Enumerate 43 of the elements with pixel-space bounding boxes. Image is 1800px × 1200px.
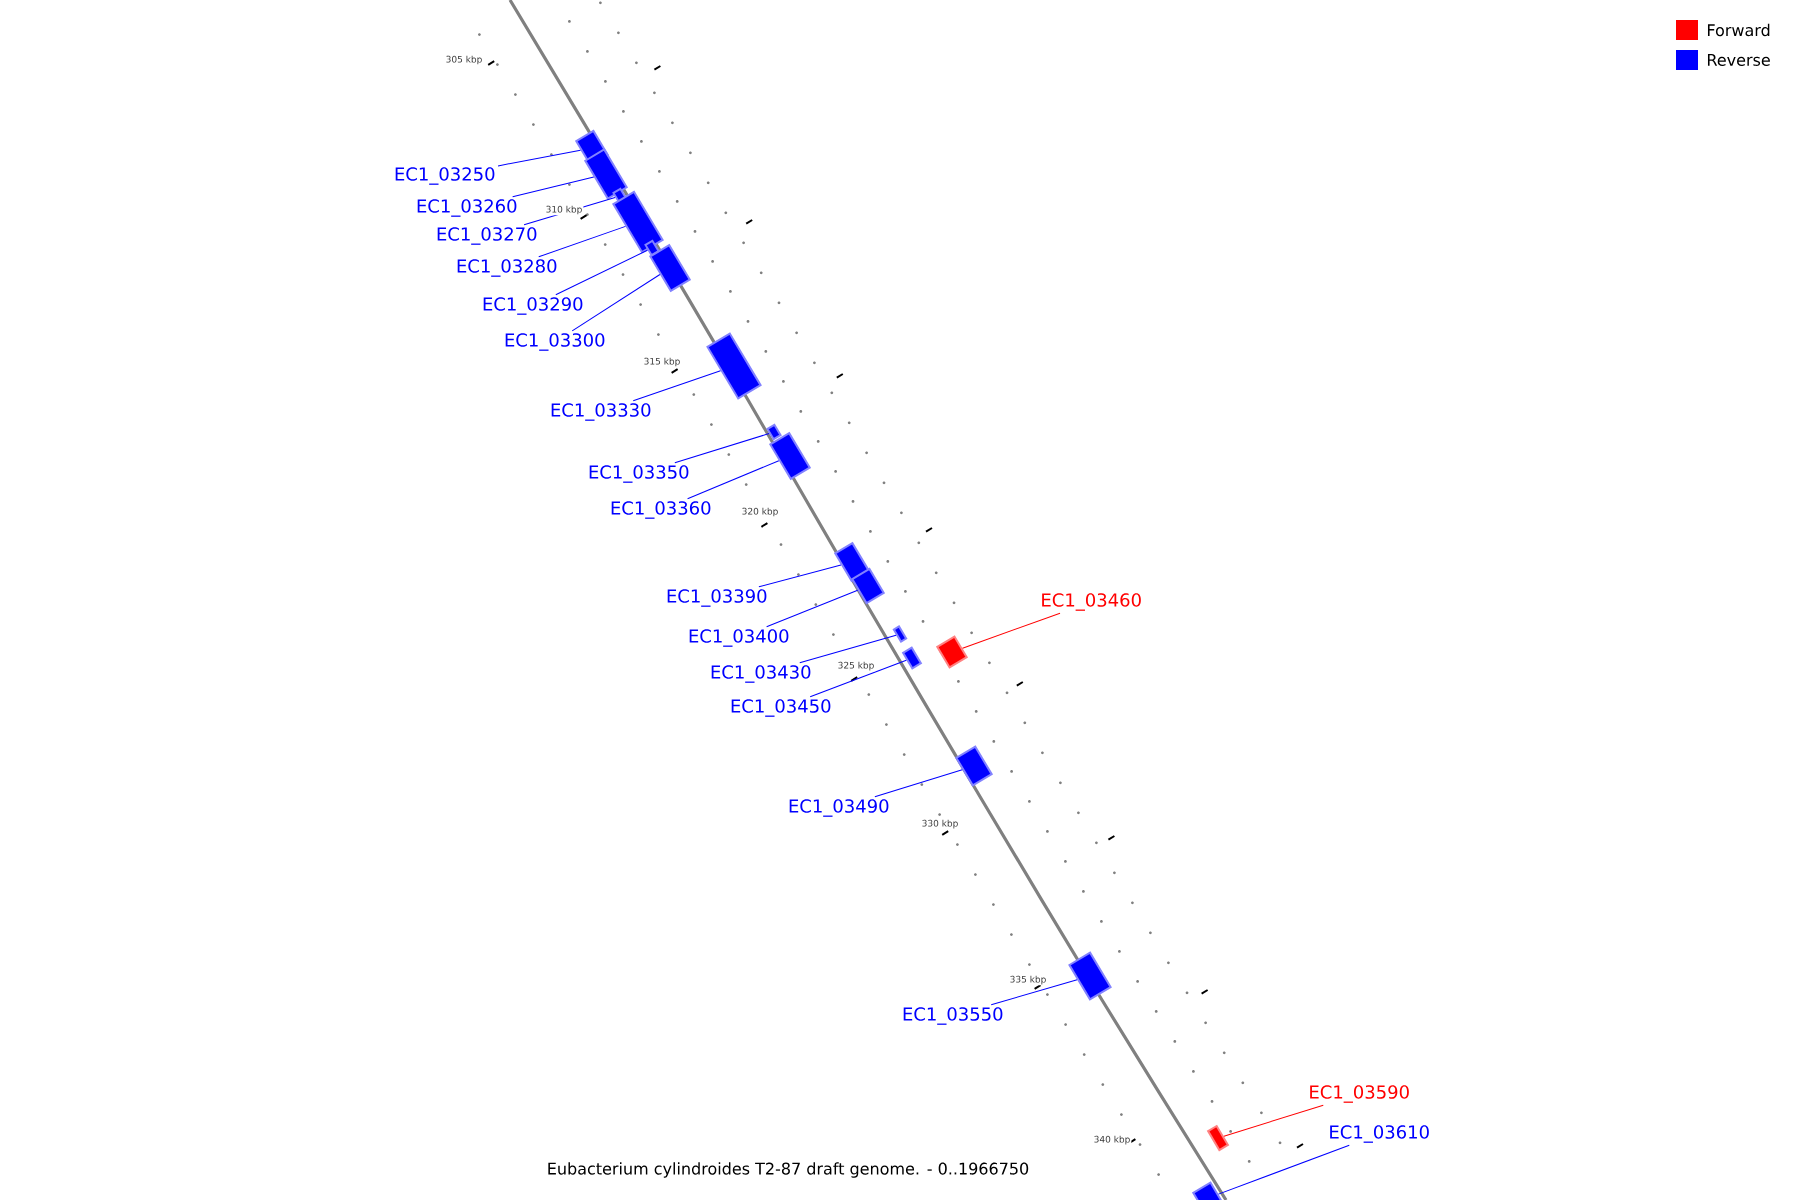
leader-line — [687, 460, 780, 500]
leader-line — [512, 176, 595, 198]
legend-label: Reverse — [1708, 54, 1770, 66]
leader-line — [497, 149, 581, 167]
leader-line — [809, 659, 907, 698]
gene-label: EC1_03250 — [395, 167, 495, 185]
leader-line — [1223, 1104, 1324, 1137]
gene-block — [644, 239, 660, 257]
gene-label: EC1_03300 — [505, 333, 605, 351]
leader-line — [766, 589, 859, 628]
gene-label: EC1_03270 — [437, 227, 537, 245]
leader-line — [799, 634, 897, 664]
leader-line — [874, 769, 963, 798]
gene-label: EC1_03390 — [667, 589, 767, 607]
gene-block — [706, 332, 762, 400]
leader-line — [1218, 1144, 1350, 1195]
gene-label: EC1_03330 — [551, 403, 651, 421]
legend-label: Forward — [1708, 23, 1770, 37]
leader-line — [571, 274, 661, 332]
leader-line — [538, 225, 626, 258]
gene-label: EC1_03260 — [417, 199, 517, 217]
gene-label: EC1_03550 — [903, 1007, 1003, 1025]
leader-line — [555, 249, 648, 296]
leader-line — [758, 564, 842, 588]
gene-label: EC1_03400 — [689, 629, 789, 647]
gene-label: EC1_03280 — [457, 259, 557, 277]
caption: Eubacterium cylindroides T2-87 draft genome. - 0..1966750 — [548, 1162, 1029, 1178]
gene-label: EC1_03490 — [789, 799, 889, 817]
leader-line — [962, 612, 1061, 649]
gene-label: EC1_03460 — [1042, 593, 1141, 611]
gene-label: EC1_03430 — [711, 665, 811, 683]
gene-label: EC1_03360 — [611, 501, 711, 519]
gene-block — [892, 625, 908, 643]
gene-label: EC1_03290 — [483, 297, 583, 315]
gene-label: EC1_03590 — [1310, 1085, 1409, 1103]
gene-label: EC1_03350 — [589, 465, 689, 483]
gene-label: EC1_03610 — [1330, 1125, 1429, 1143]
leader-line — [990, 979, 1078, 1006]
gene-label: EC1_03450 — [731, 699, 831, 717]
leader-line — [632, 370, 721, 402]
leader-line — [674, 433, 770, 464]
gene-block — [766, 423, 782, 441]
gene-block — [1068, 951, 1112, 1001]
